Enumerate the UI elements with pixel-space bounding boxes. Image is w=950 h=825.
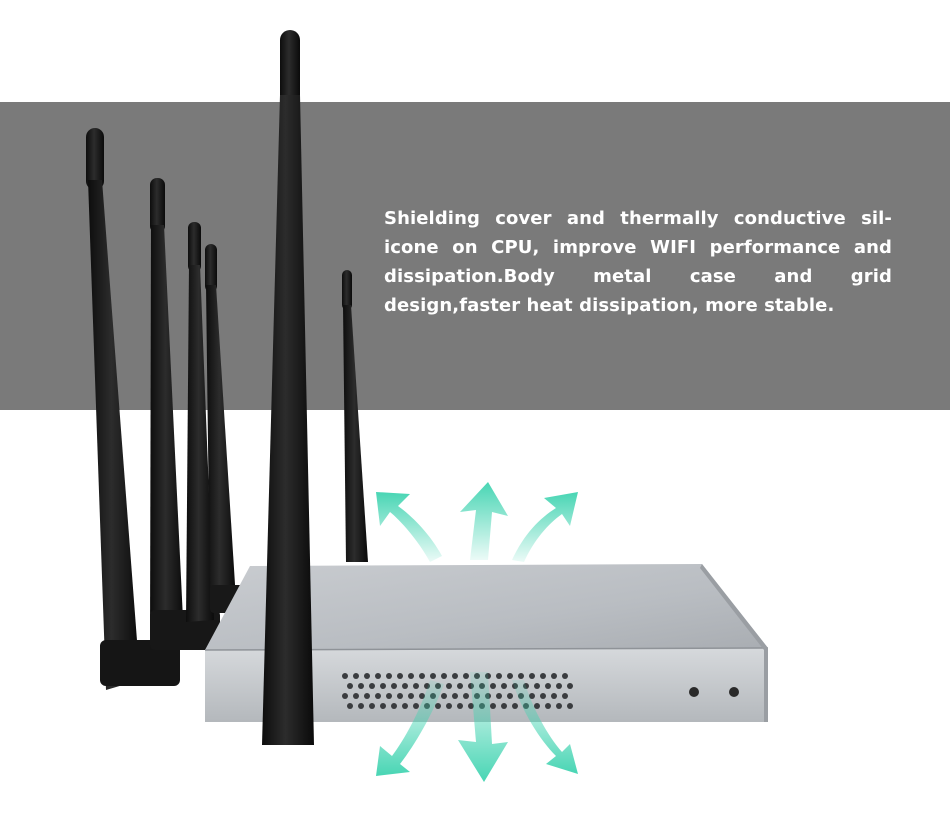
vent-hole <box>452 693 458 699</box>
vent-hole <box>358 703 364 709</box>
vent-hole <box>358 683 364 689</box>
vent-hole <box>490 703 496 709</box>
vent-hole <box>534 703 540 709</box>
vent-hole <box>446 703 452 709</box>
vent-hole <box>402 703 408 709</box>
vent-hole <box>347 683 353 689</box>
vent-hole <box>375 693 381 699</box>
vent-hole <box>496 673 502 679</box>
antenna-icon <box>262 30 314 745</box>
vent-hole <box>342 693 348 699</box>
vent-hole <box>501 683 507 689</box>
vent-hole <box>529 673 535 679</box>
vent-hole <box>353 673 359 679</box>
vent-hole <box>556 683 562 689</box>
vent-hole <box>353 693 359 699</box>
vent-grid-icon <box>342 673 573 709</box>
vent-hole <box>408 673 414 679</box>
vent-hole <box>342 673 348 679</box>
vent-hole <box>413 683 419 689</box>
vent-hole <box>518 673 524 679</box>
vent-hole <box>375 673 381 679</box>
router-case-icon <box>204 564 769 722</box>
antenna-icon <box>342 270 368 562</box>
vent-hole <box>567 683 573 689</box>
vent-hole <box>551 693 557 699</box>
vent-hole <box>562 693 568 699</box>
vent-hole <box>402 683 408 689</box>
vent-hole <box>369 703 375 709</box>
vent-hole <box>540 693 546 699</box>
vent-hole <box>463 693 469 699</box>
vent-hole <box>391 703 397 709</box>
vent-hole <box>347 703 353 709</box>
vent-hole <box>507 673 513 679</box>
antenna-icon <box>186 222 214 622</box>
vent-hole <box>545 683 551 689</box>
vent-hole <box>441 693 447 699</box>
vent-hole <box>397 693 403 699</box>
vent-hole <box>496 693 502 699</box>
vent-hole <box>501 703 507 709</box>
vent-hole <box>386 693 392 699</box>
vent-hole <box>419 693 425 699</box>
vent-hole <box>540 673 546 679</box>
vent-hole <box>446 683 452 689</box>
vent-hole <box>457 683 463 689</box>
vent-hole <box>369 683 375 689</box>
vent-hole <box>380 683 386 689</box>
vent-hole <box>529 693 535 699</box>
vent-hole <box>452 673 458 679</box>
vent-hole <box>391 683 397 689</box>
vent-hole <box>545 703 551 709</box>
vent-hole <box>567 703 573 709</box>
vent-hole <box>380 703 386 709</box>
antenna-icon <box>205 244 265 613</box>
vent-hole <box>413 703 419 709</box>
antenna-icon <box>86 128 180 690</box>
vent-hole <box>507 693 513 699</box>
vent-hole <box>556 703 562 709</box>
vent-hole <box>430 673 436 679</box>
vent-hole <box>408 693 414 699</box>
vent-hole <box>490 683 496 689</box>
vent-hole <box>463 673 469 679</box>
vent-hole <box>364 693 370 699</box>
airflow-arrow-icon <box>376 482 578 782</box>
vent-hole <box>468 703 474 709</box>
vent-hole <box>386 673 392 679</box>
vent-hole <box>512 703 518 709</box>
vent-hole <box>435 703 441 709</box>
vent-hole <box>419 673 425 679</box>
vent-hole <box>551 673 557 679</box>
caption-text: Shielding cover and thermally conductive… <box>384 208 892 316</box>
vent-hole <box>534 683 540 689</box>
vent-hole <box>562 673 568 679</box>
vent-hole <box>397 673 403 679</box>
vent-hole <box>457 703 463 709</box>
vent-hole <box>441 673 447 679</box>
vent-hole <box>364 673 370 679</box>
